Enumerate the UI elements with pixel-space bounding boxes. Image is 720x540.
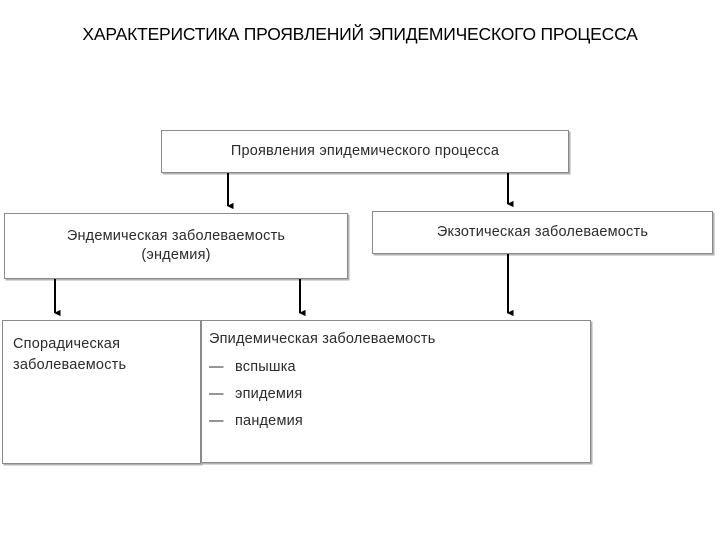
- node-endemic-label: Эндемическая заболеваемость (эндемия): [66, 228, 286, 263]
- node-sporadic[interactable]: Спорадическая заболеваемость: [2, 320, 201, 464]
- node-epidemic-label: Эпидемическая заболеваемость: [209, 331, 436, 347]
- list-item: — пандемия: [209, 408, 590, 435]
- node-exotic-label: Экзотическая заболеваемость: [436, 224, 649, 240]
- dash-bullet-icon: —: [209, 359, 224, 375]
- list-item: — эпидемия: [209, 381, 590, 408]
- node-root[interactable]: Проявления эпидемического процесса: [161, 130, 569, 173]
- node-exotic[interactable]: Экзотическая заболеваемость: [372, 211, 713, 254]
- page-title: ХАРАКТЕРИСТИКА ПРОЯВЛЕНИЙ ЭПИДЕМИЧЕСКОГО…: [82, 24, 638, 44]
- list-item: — вспышка: [209, 354, 590, 381]
- node-endemic[interactable]: Эндемическая заболеваемость (эндемия): [4, 213, 348, 279]
- epidemic-forms-list: — вспышка — эпидемия — пандемия: [202, 348, 590, 435]
- list-item-label: вспышка: [235, 359, 296, 375]
- dash-bullet-icon: —: [209, 386, 224, 402]
- list-item-label: пандемия: [235, 413, 303, 429]
- node-epidemic[interactable]: Эпидемическая заболеваемость — вспышка — э…: [201, 320, 591, 463]
- node-sporadic-label: Спорадическая заболеваемость: [13, 336, 127, 373]
- list-item-label: эпидемия: [235, 386, 303, 402]
- dash-bullet-icon: —: [209, 413, 224, 429]
- node-root-label: Проявления эпидемического процесса: [230, 143, 500, 159]
